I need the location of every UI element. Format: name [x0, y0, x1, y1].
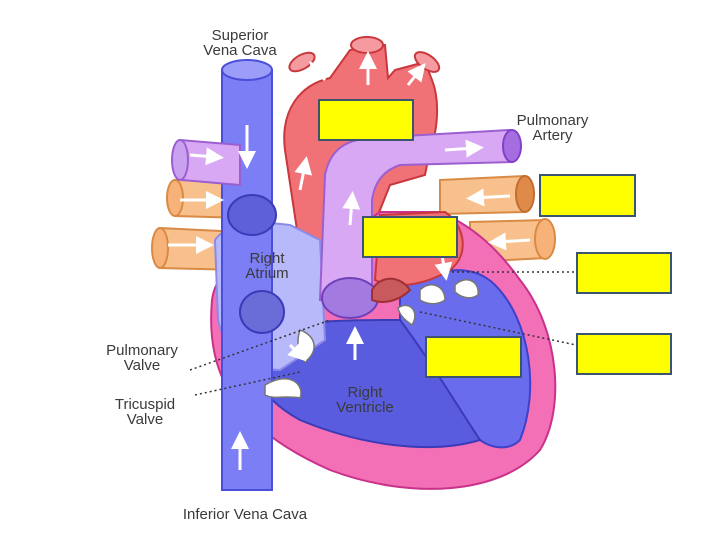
answer-box-aortic-valve[interactable]: [425, 336, 522, 378]
right-atrium-line1: Right: [249, 250, 285, 267]
answer-box-left-ventricle[interactable]: [576, 333, 672, 375]
superior-vena-cava-line1: Superior: [211, 27, 269, 44]
right-atrium-line2: Atrium: [245, 265, 289, 282]
right-ventricle-label: Right Ventricle: [320, 385, 410, 415]
pulmonary-valve-line1: Pulmonary: [106, 342, 178, 359]
pulmonary-valve-line2: Valve: [123, 357, 161, 374]
aortic-valve: [371, 277, 412, 303]
leader-lines: [189, 271, 577, 396]
answer-box-pulmonary-veins[interactable]: [539, 174, 636, 217]
tricuspid-valve-line1: Tricuspid: [114, 396, 176, 413]
right-atrium-label: Right Atrium: [232, 251, 302, 281]
answer-box-aorta[interactable]: [318, 99, 414, 141]
pulmonary-artery-label: Pulmonary Artery: [505, 113, 600, 143]
right-ventricle-line2: Ventricle: [336, 399, 394, 416]
right-ventricle-line1: Right: [347, 384, 383, 401]
tricuspid-valve-line2: Valve: [126, 411, 164, 428]
mitral-valve: [397, 279, 479, 327]
pulmonary-artery-line2: Artery: [532, 127, 573, 144]
answer-box-left-atrium[interactable]: [362, 216, 458, 258]
superior-vena-cava-line2: Vena Cava: [203, 42, 277, 59]
tricuspid-valve-label: Tricuspid Valve: [100, 397, 190, 427]
pulmonary-valve-label: Pulmonary Valve: [92, 343, 192, 373]
flow-arrows: [168, 51, 531, 470]
answer-box-mitral-valve[interactable]: [576, 252, 672, 294]
superior-vena-cava-label: Superior Vena Cava: [190, 28, 290, 58]
pulmonary-artery-line1: Pulmonary: [516, 112, 589, 129]
inferior-vena-cava-label: Inferior Vena Cava: [182, 506, 308, 523]
pulmonary-valve: [321, 277, 379, 319]
